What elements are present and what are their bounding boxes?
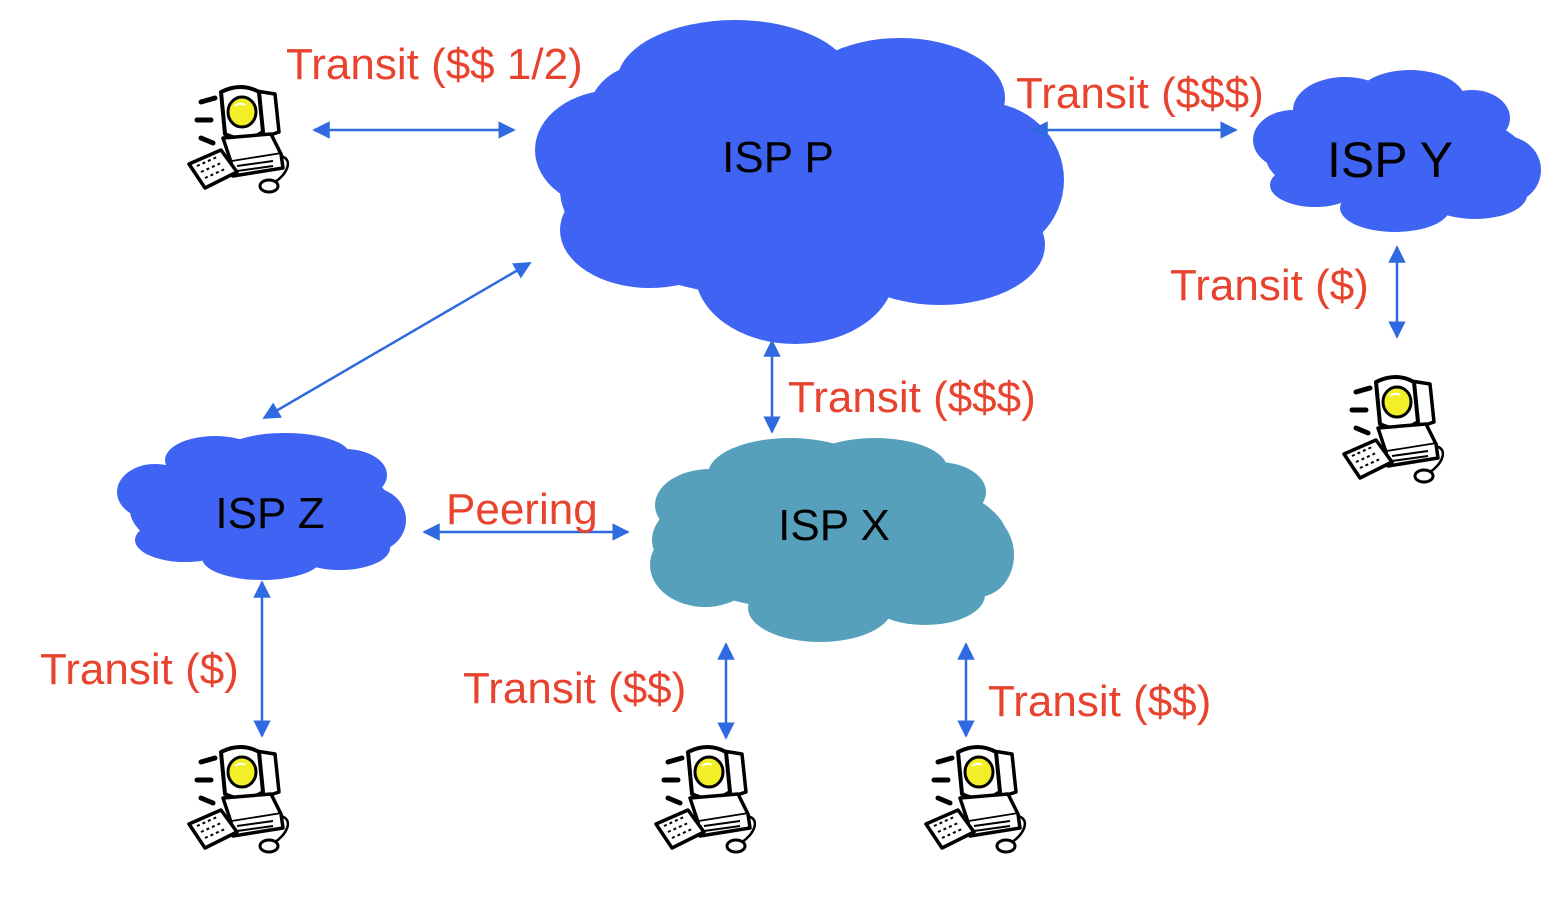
link-label-isp-p-isp-x: Transit ($$$) <box>788 373 1036 422</box>
link-label-isp-x-user-left: Transit ($$) <box>463 664 686 713</box>
cloud-label-isp-p: ISP P <box>722 133 834 182</box>
cloud-isp-x: ISP X <box>650 438 1014 642</box>
cloud-isp-z: ISP Z <box>117 433 406 580</box>
computer-user-icon <box>926 747 1025 852</box>
arrow-isp-p-to-isp-z <box>262 261 532 420</box>
computer-user-icon <box>189 747 288 852</box>
link-label-isp-y-user: Transit ($) <box>1170 261 1369 310</box>
link-label-isp-z-user: Transit ($) <box>40 645 239 694</box>
link-label-peering: Peering <box>446 485 598 534</box>
cloud-isp-p: ISP P <box>535 20 1064 344</box>
cloud-label-isp-y: ISP Y <box>1327 132 1453 188</box>
computer-user-icon <box>656 747 755 852</box>
computer-user-icon <box>189 87 288 192</box>
cloud-isp-y: ISP Y <box>1253 70 1541 232</box>
cloud-label-isp-z: ISP Z <box>215 489 324 538</box>
computer-user-icon <box>1344 377 1443 482</box>
cloud-label-isp-x: ISP X <box>778 501 890 550</box>
link-label-isp-x-user-right: Transit ($$) <box>988 677 1211 726</box>
link-label-isp-p-isp-y: Transit ($$$) <box>1016 69 1264 118</box>
link-label-user-isp-p: Transit ($$ 1/2) <box>286 40 583 89</box>
